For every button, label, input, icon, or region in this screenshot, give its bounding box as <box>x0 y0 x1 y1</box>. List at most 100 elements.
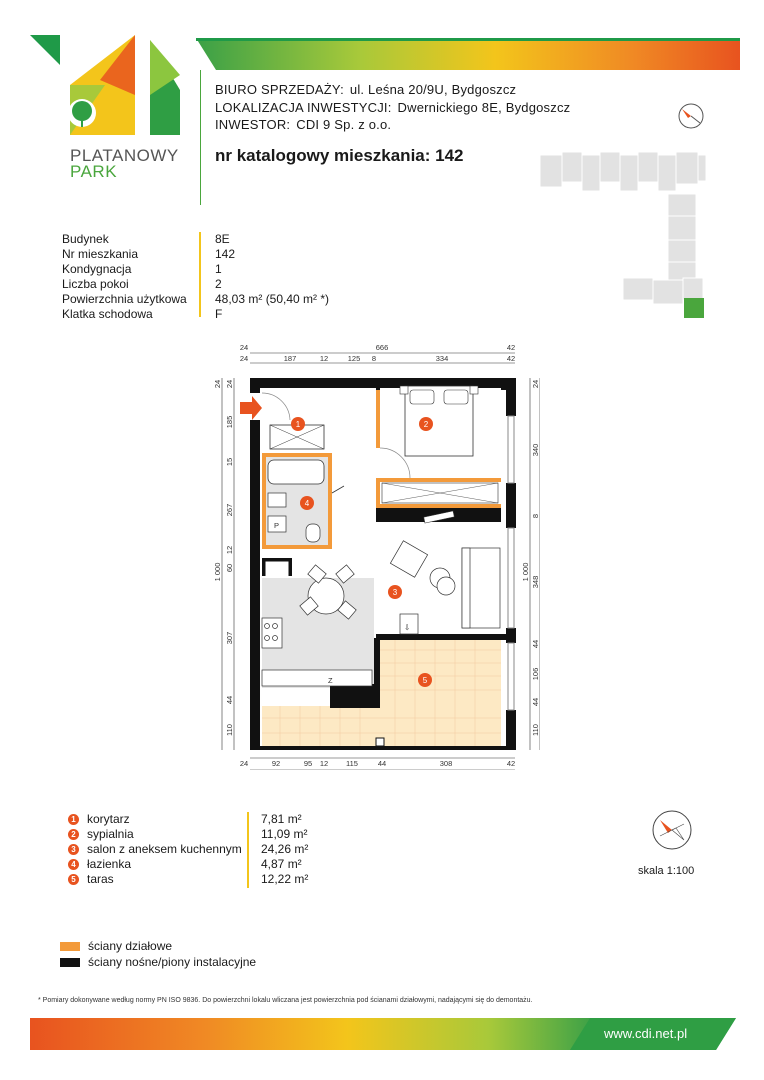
loadbearing-swatch <box>60 957 80 967</box>
stairs-arrow-icon: ⇩ <box>404 623 410 632</box>
brand-name: PLATANOWY PARK <box>70 147 179 180</box>
logo-graphic <box>30 35 180 135</box>
location-label: LOKALIZACJA INWESTYCJI: <box>215 100 392 115</box>
location: LOKALIZACJA INWESTYCJI: Dwernickiego 8E, … <box>215 100 570 115</box>
sales-office-value: ul. Leśna 20/9U, Bydgoszcz <box>349 82 517 97</box>
bottom-color-band <box>30 1018 736 1050</box>
info-row-building: Budynek 8E <box>62 232 329 247</box>
room-marker-1 <box>291 417 305 431</box>
room-marker-3 <box>388 585 402 599</box>
catalog-number: nr katalogowy mieszkania: 142 <box>215 146 464 165</box>
room-marker-5 <box>418 673 432 687</box>
investor-label: INWESTOR: <box>215 117 291 132</box>
header-divider <box>200 70 201 205</box>
dim-left: 44 <box>225 696 234 704</box>
room-row: 3 salon z aneksem kuchennym 24,26 m² <box>68 842 331 857</box>
washer-label: P <box>274 521 279 530</box>
dim-bottom: 24 <box>240 759 248 768</box>
info-key: Liczba pokoi <box>62 277 129 291</box>
dim-right: 340 <box>531 444 540 457</box>
room-area: 11,09 m² <box>261 827 308 841</box>
kitchen-counter <box>261 617 373 687</box>
dim-right: 348 <box>531 576 540 589</box>
location-value: Dwernickiego 8E, Bydgoszcz <box>397 100 571 115</box>
room-area: 7,81 m² <box>261 812 302 826</box>
dim-left: 15 <box>225 458 234 466</box>
info-value: 48,03 m² (50,40 m² *) <box>215 292 330 306</box>
info-row-number: Nr mieszkania 142 <box>62 247 329 262</box>
scale-label: skala 1:100 <box>638 865 695 877</box>
dim-top: 42 <box>507 354 515 363</box>
info-value: 8E <box>215 232 230 246</box>
dim-left: 60 <box>225 564 234 572</box>
dimension-lines <box>221 352 540 770</box>
room-marker-4-label: 4 <box>305 499 310 508</box>
dim-left: 110 <box>225 724 234 736</box>
dim-right: 24 <box>531 380 540 388</box>
bathroom-door <box>331 485 345 494</box>
bedroom-door <box>379 447 411 479</box>
terrace-area <box>262 638 501 748</box>
info-key: Budynek <box>62 232 109 246</box>
top-color-band <box>196 38 740 70</box>
room-marker-2-label: 2 <box>424 420 429 429</box>
windows <box>507 415 515 711</box>
dim-bottom: 115 <box>346 759 358 768</box>
room-markers <box>291 417 433 687</box>
room-marker-2 <box>419 417 433 431</box>
logo <box>30 35 190 185</box>
sales-office-label: BIURO SPRZEDAŻY: <box>215 82 344 97</box>
dim-right: 8 <box>531 514 540 518</box>
info-row-floor: Kondygnacja 1 <box>62 262 329 277</box>
dim-top-total: 666 <box>376 343 389 352</box>
room-marker-1-label: 1 <box>296 420 301 429</box>
room-list-divider <box>247 812 249 888</box>
room-number: 4 <box>68 859 79 870</box>
dim-left: 24 <box>213 380 222 388</box>
dim-bottom: 44 <box>378 759 386 768</box>
compass-icon <box>652 810 692 850</box>
dim-right-total: 1 000 <box>521 563 530 582</box>
compass-small-icon <box>678 103 704 129</box>
partition-swatch <box>60 941 80 951</box>
room-number: 2 <box>68 829 79 840</box>
website-link[interactable]: www.cdi.net.pl <box>604 1026 688 1041</box>
room-row: 2 sypialnia 11,09 m² <box>68 827 331 842</box>
dim-bottom: 42 <box>507 759 515 768</box>
info-key: Kondygnacja <box>62 262 132 276</box>
room-name: łazienka <box>87 857 132 871</box>
dim-bottom: 12 <box>320 759 328 768</box>
dim-right: 106 <box>531 668 540 681</box>
dim-right: 44 <box>531 698 540 706</box>
partition-walls <box>262 390 501 549</box>
footnote: * Pomiary dokonywane według normy PN ISO… <box>38 997 533 1004</box>
bathtub-icon <box>267 459 325 485</box>
info-divider <box>199 232 201 317</box>
dim-right: 110 <box>531 724 540 736</box>
info-key: Nr mieszkania <box>62 247 139 261</box>
fridge-label: Z <box>328 676 333 685</box>
room-number: 1 <box>68 814 79 825</box>
info-value: 1 <box>215 262 222 276</box>
room-name: korytarz <box>87 812 130 826</box>
room-area: 24,26 m² <box>261 842 309 856</box>
room-name: taras <box>87 872 114 886</box>
room-number: 3 <box>68 844 79 855</box>
sales-office: BIURO SPRZEDAŻY: ul. Leśna 20/9U, Bydgosz… <box>215 82 516 97</box>
investor-value: CDI 9 Sp. z o.o. <box>296 117 392 132</box>
room-name: sypialnia <box>87 827 134 841</box>
dim-left: 267 <box>225 504 234 517</box>
floor-plan: P ⇩ Z 1 2 <box>213 343 540 770</box>
room-name: salon z aneksem kuchennym <box>87 842 242 856</box>
dim-bottom: 308 <box>440 759 453 768</box>
dim-left: 185 <box>225 416 234 429</box>
dim-bottom: 95 <box>304 759 312 768</box>
info-value: 142 <box>215 247 236 261</box>
washbasin-icon <box>267 492 287 508</box>
dim-top: 24 <box>240 354 248 363</box>
dim-top: 334 <box>436 354 449 363</box>
washer-icon <box>267 515 287 533</box>
